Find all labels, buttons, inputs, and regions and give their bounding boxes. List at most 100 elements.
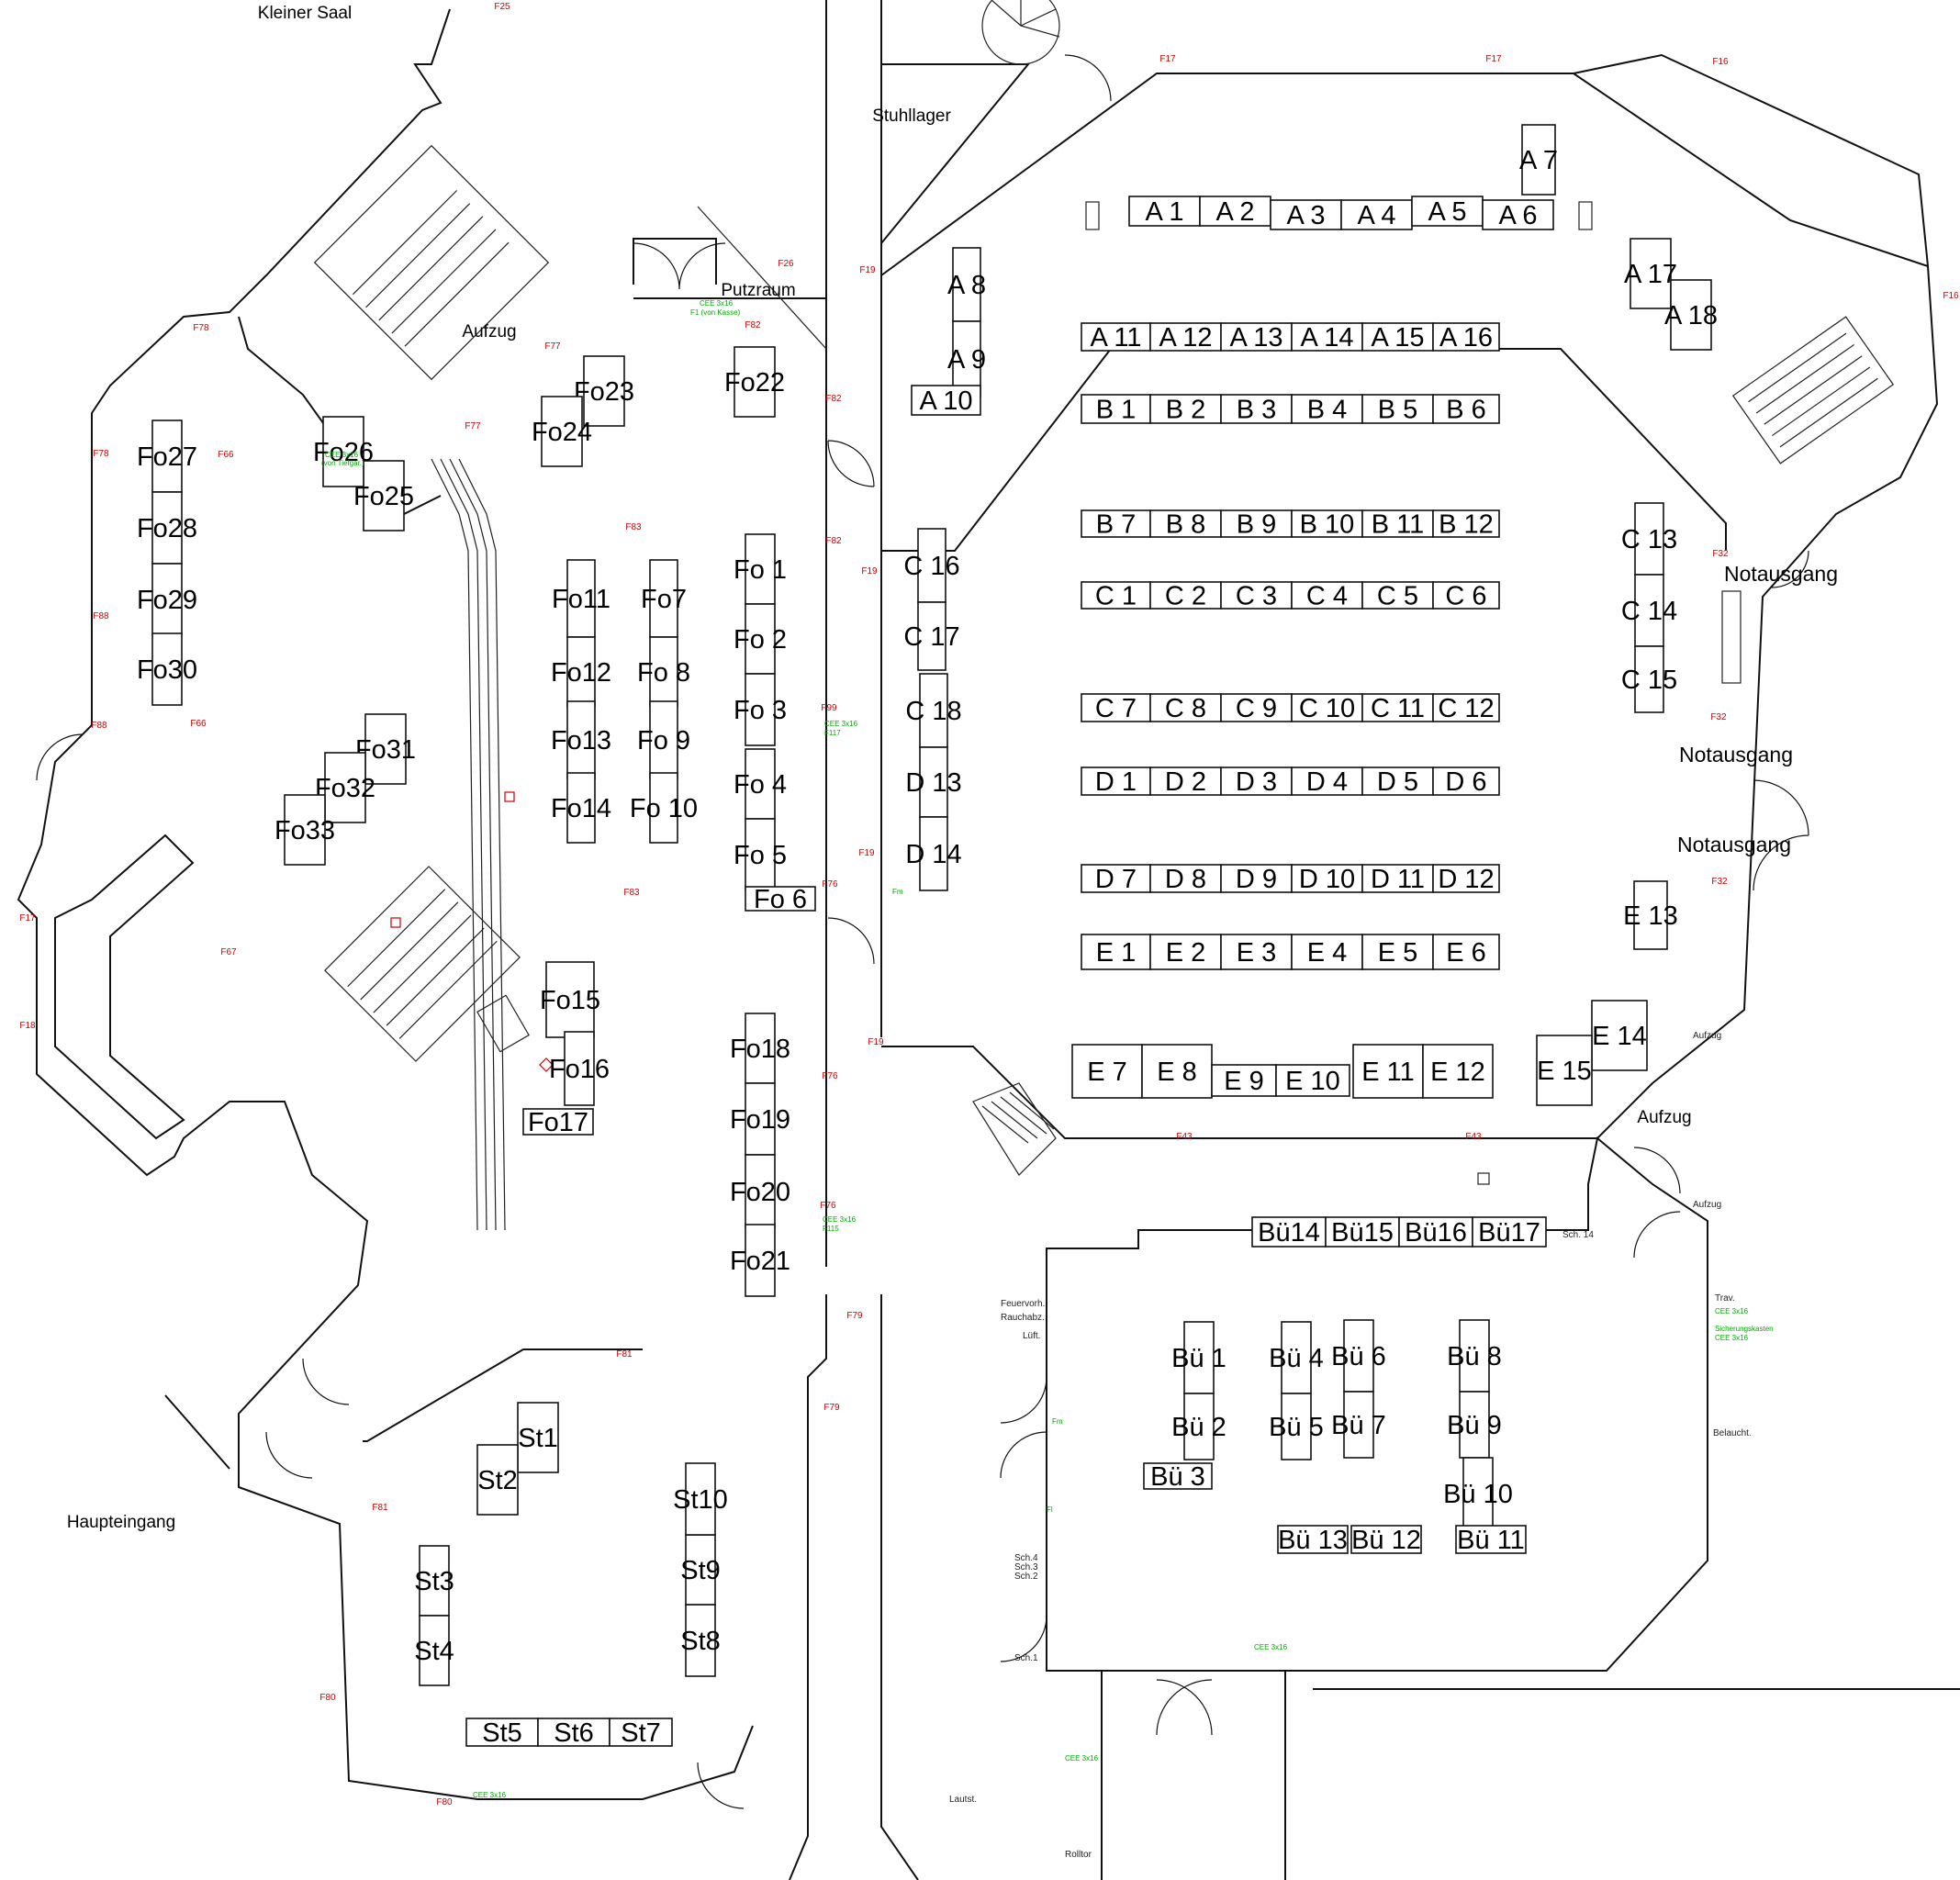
booth-e-6[interactable]: E 6: [1432, 934, 1500, 970]
booth-st9[interactable]: St9: [680, 1534, 721, 1606]
booth-a-13[interactable]: A 13: [1220, 322, 1293, 352]
booth-a-5[interactable]: A 5: [1411, 196, 1484, 227]
booth-fo-4[interactable]: Fo 4: [734, 748, 787, 820]
booth-a-9[interactable]: A 9: [947, 320, 986, 397]
booth-e-14[interactable]: E 14: [1591, 1000, 1648, 1071]
booth-a-12[interactable]: A 12: [1149, 322, 1222, 352]
booth-bue-4[interactable]: Bü 4: [1269, 1321, 1324, 1394]
booth-c-7[interactable]: C 7: [1081, 693, 1151, 723]
booth-e-7[interactable]: E 7: [1071, 1044, 1143, 1099]
booth-fo33[interactable]: Fo33: [274, 794, 335, 866]
booth-fo-3[interactable]: Fo 3: [734, 673, 787, 746]
booth-fo14[interactable]: Fo14: [551, 772, 611, 844]
booth-c-11[interactable]: C 11: [1361, 693, 1434, 723]
booth-d-3[interactable]: D 3: [1220, 767, 1293, 797]
booth-b-8[interactable]: B 8: [1149, 509, 1222, 540]
booth-fo11[interactable]: Fo11: [552, 559, 610, 638]
booth-c-9[interactable]: C 9: [1220, 693, 1293, 723]
booth-a-18[interactable]: A 18: [1664, 279, 1718, 351]
booth-bue15[interactable]: Bü15: [1325, 1216, 1400, 1248]
booth-b-9[interactable]: B 9: [1220, 509, 1293, 540]
booth-st3[interactable]: St3: [414, 1545, 454, 1617]
booth-c-6[interactable]: C 6: [1432, 581, 1500, 611]
booth-bue-6[interactable]: Bü 6: [1331, 1319, 1386, 1393]
booth-fo28[interactable]: Fo28: [137, 491, 197, 565]
booth-e-10[interactable]: E 10: [1275, 1064, 1350, 1097]
booth-bue-10[interactable]: Bü 10: [1443, 1457, 1513, 1530]
booth-b-7[interactable]: B 7: [1081, 509, 1151, 540]
booth-c-3[interactable]: C 3: [1220, 581, 1293, 611]
booth-fo31[interactable]: Fo31: [355, 713, 416, 785]
booth-e-4[interactable]: E 4: [1291, 934, 1363, 970]
booth-fo17[interactable]: Fo17: [522, 1108, 594, 1137]
booth-fo-9[interactable]: Fo 9: [637, 700, 690, 779]
booth-a-17[interactable]: A 17: [1624, 238, 1677, 309]
booth-fo-5[interactable]: Fo 5: [734, 818, 787, 891]
booth-fo20[interactable]: Fo20: [730, 1154, 790, 1229]
booth-fo13[interactable]: Fo13: [551, 700, 611, 779]
booth-c-8[interactable]: C 8: [1149, 693, 1222, 723]
booth-fo-10[interactable]: Fo 10: [630, 772, 698, 844]
booth-a-1[interactable]: A 1: [1128, 196, 1201, 227]
booth-e-15[interactable]: E 15: [1536, 1035, 1593, 1106]
booth-e-12[interactable]: E 12: [1422, 1044, 1494, 1099]
booth-e-5[interactable]: E 5: [1361, 934, 1434, 970]
booth-b-5[interactable]: B 5: [1361, 394, 1434, 425]
booth-fo24[interactable]: Fo24: [532, 396, 592, 467]
booth-b-6[interactable]: B 6: [1432, 394, 1500, 425]
booth-bue16[interactable]: Bü16: [1398, 1216, 1473, 1248]
booth-c-14[interactable]: C 14: [1621, 574, 1677, 647]
booth-fo12[interactable]: Fo12: [551, 636, 611, 708]
booth-st5[interactable]: St5: [465, 1718, 539, 1748]
booth-c-10[interactable]: C 10: [1291, 693, 1363, 723]
booth-c-5[interactable]: C 5: [1361, 581, 1434, 611]
booth-bue-1[interactable]: Bü 1: [1171, 1321, 1226, 1394]
booth-fo23[interactable]: Fo23: [574, 355, 634, 427]
booth-a-16[interactable]: A 16: [1432, 322, 1500, 352]
booth-e-9[interactable]: E 9: [1211, 1064, 1277, 1097]
booth-a-6[interactable]: A 6: [1482, 199, 1554, 230]
booth-b-10[interactable]: B 10: [1291, 509, 1363, 540]
booth-bue14[interactable]: Bü14: [1251, 1216, 1327, 1248]
booth-a-2[interactable]: A 2: [1199, 196, 1271, 227]
booth-st8[interactable]: St8: [680, 1604, 721, 1677]
booth-fo-1[interactable]: Fo 1: [734, 533, 787, 605]
booth-fo27[interactable]: Fo27: [137, 420, 197, 493]
booth-fo21[interactable]: Fo21: [730, 1224, 790, 1297]
booth-e-1[interactable]: E 1: [1081, 934, 1151, 970]
booth-fo15[interactable]: Fo15: [540, 961, 600, 1038]
booth-d-12[interactable]: D 12: [1432, 864, 1500, 894]
booth-a-14[interactable]: A 14: [1291, 322, 1363, 352]
booth-bue-13[interactable]: Bü 13: [1277, 1525, 1349, 1555]
booth-st4[interactable]: St4: [414, 1615, 454, 1686]
booth-bue-9[interactable]: Bü 9: [1447, 1391, 1502, 1459]
booth-st10[interactable]: St10: [673, 1462, 728, 1536]
booth-a-8[interactable]: A 8: [947, 247, 986, 322]
booth-st2[interactable]: St2: [476, 1444, 519, 1516]
booth-d-1[interactable]: D 1: [1081, 767, 1151, 797]
booth-bue17[interactable]: Bü17: [1472, 1216, 1547, 1248]
booth-fo18[interactable]: Fo18: [730, 1013, 790, 1084]
booth-e-11[interactable]: E 11: [1352, 1044, 1424, 1099]
booth-bue-3[interactable]: Bü 3: [1143, 1462, 1213, 1492]
booth-fo29[interactable]: Fo29: [137, 563, 197, 636]
booth-d-4[interactable]: D 4: [1291, 767, 1363, 797]
booth-b-12[interactable]: B 12: [1432, 509, 1500, 540]
booth-fo26[interactable]: Fo26: [313, 416, 374, 487]
booth-fo19[interactable]: Fo19: [730, 1082, 790, 1156]
booth-c-18[interactable]: C 18: [905, 673, 962, 748]
booth-c-15[interactable]: C 15: [1621, 645, 1677, 713]
booth-bue-11[interactable]: Bü 11: [1455, 1525, 1527, 1555]
booth-st6[interactable]: St6: [537, 1718, 610, 1748]
booth-fo22[interactable]: Fo22: [724, 346, 785, 418]
booth-a-15[interactable]: A 15: [1361, 322, 1434, 352]
booth-fo16[interactable]: Fo16: [549, 1031, 610, 1106]
booth-b-1[interactable]: B 1: [1081, 394, 1151, 425]
booth-a-3[interactable]: A 3: [1270, 199, 1342, 230]
booth-a-7[interactable]: A 7: [1519, 124, 1558, 196]
booth-d-6[interactable]: D 6: [1432, 767, 1500, 797]
booth-d-13[interactable]: D 13: [905, 746, 962, 818]
booth-d-8[interactable]: D 8: [1149, 864, 1222, 894]
booth-b-4[interactable]: B 4: [1291, 394, 1363, 425]
booth-fo30[interactable]: Fo30: [137, 632, 197, 706]
